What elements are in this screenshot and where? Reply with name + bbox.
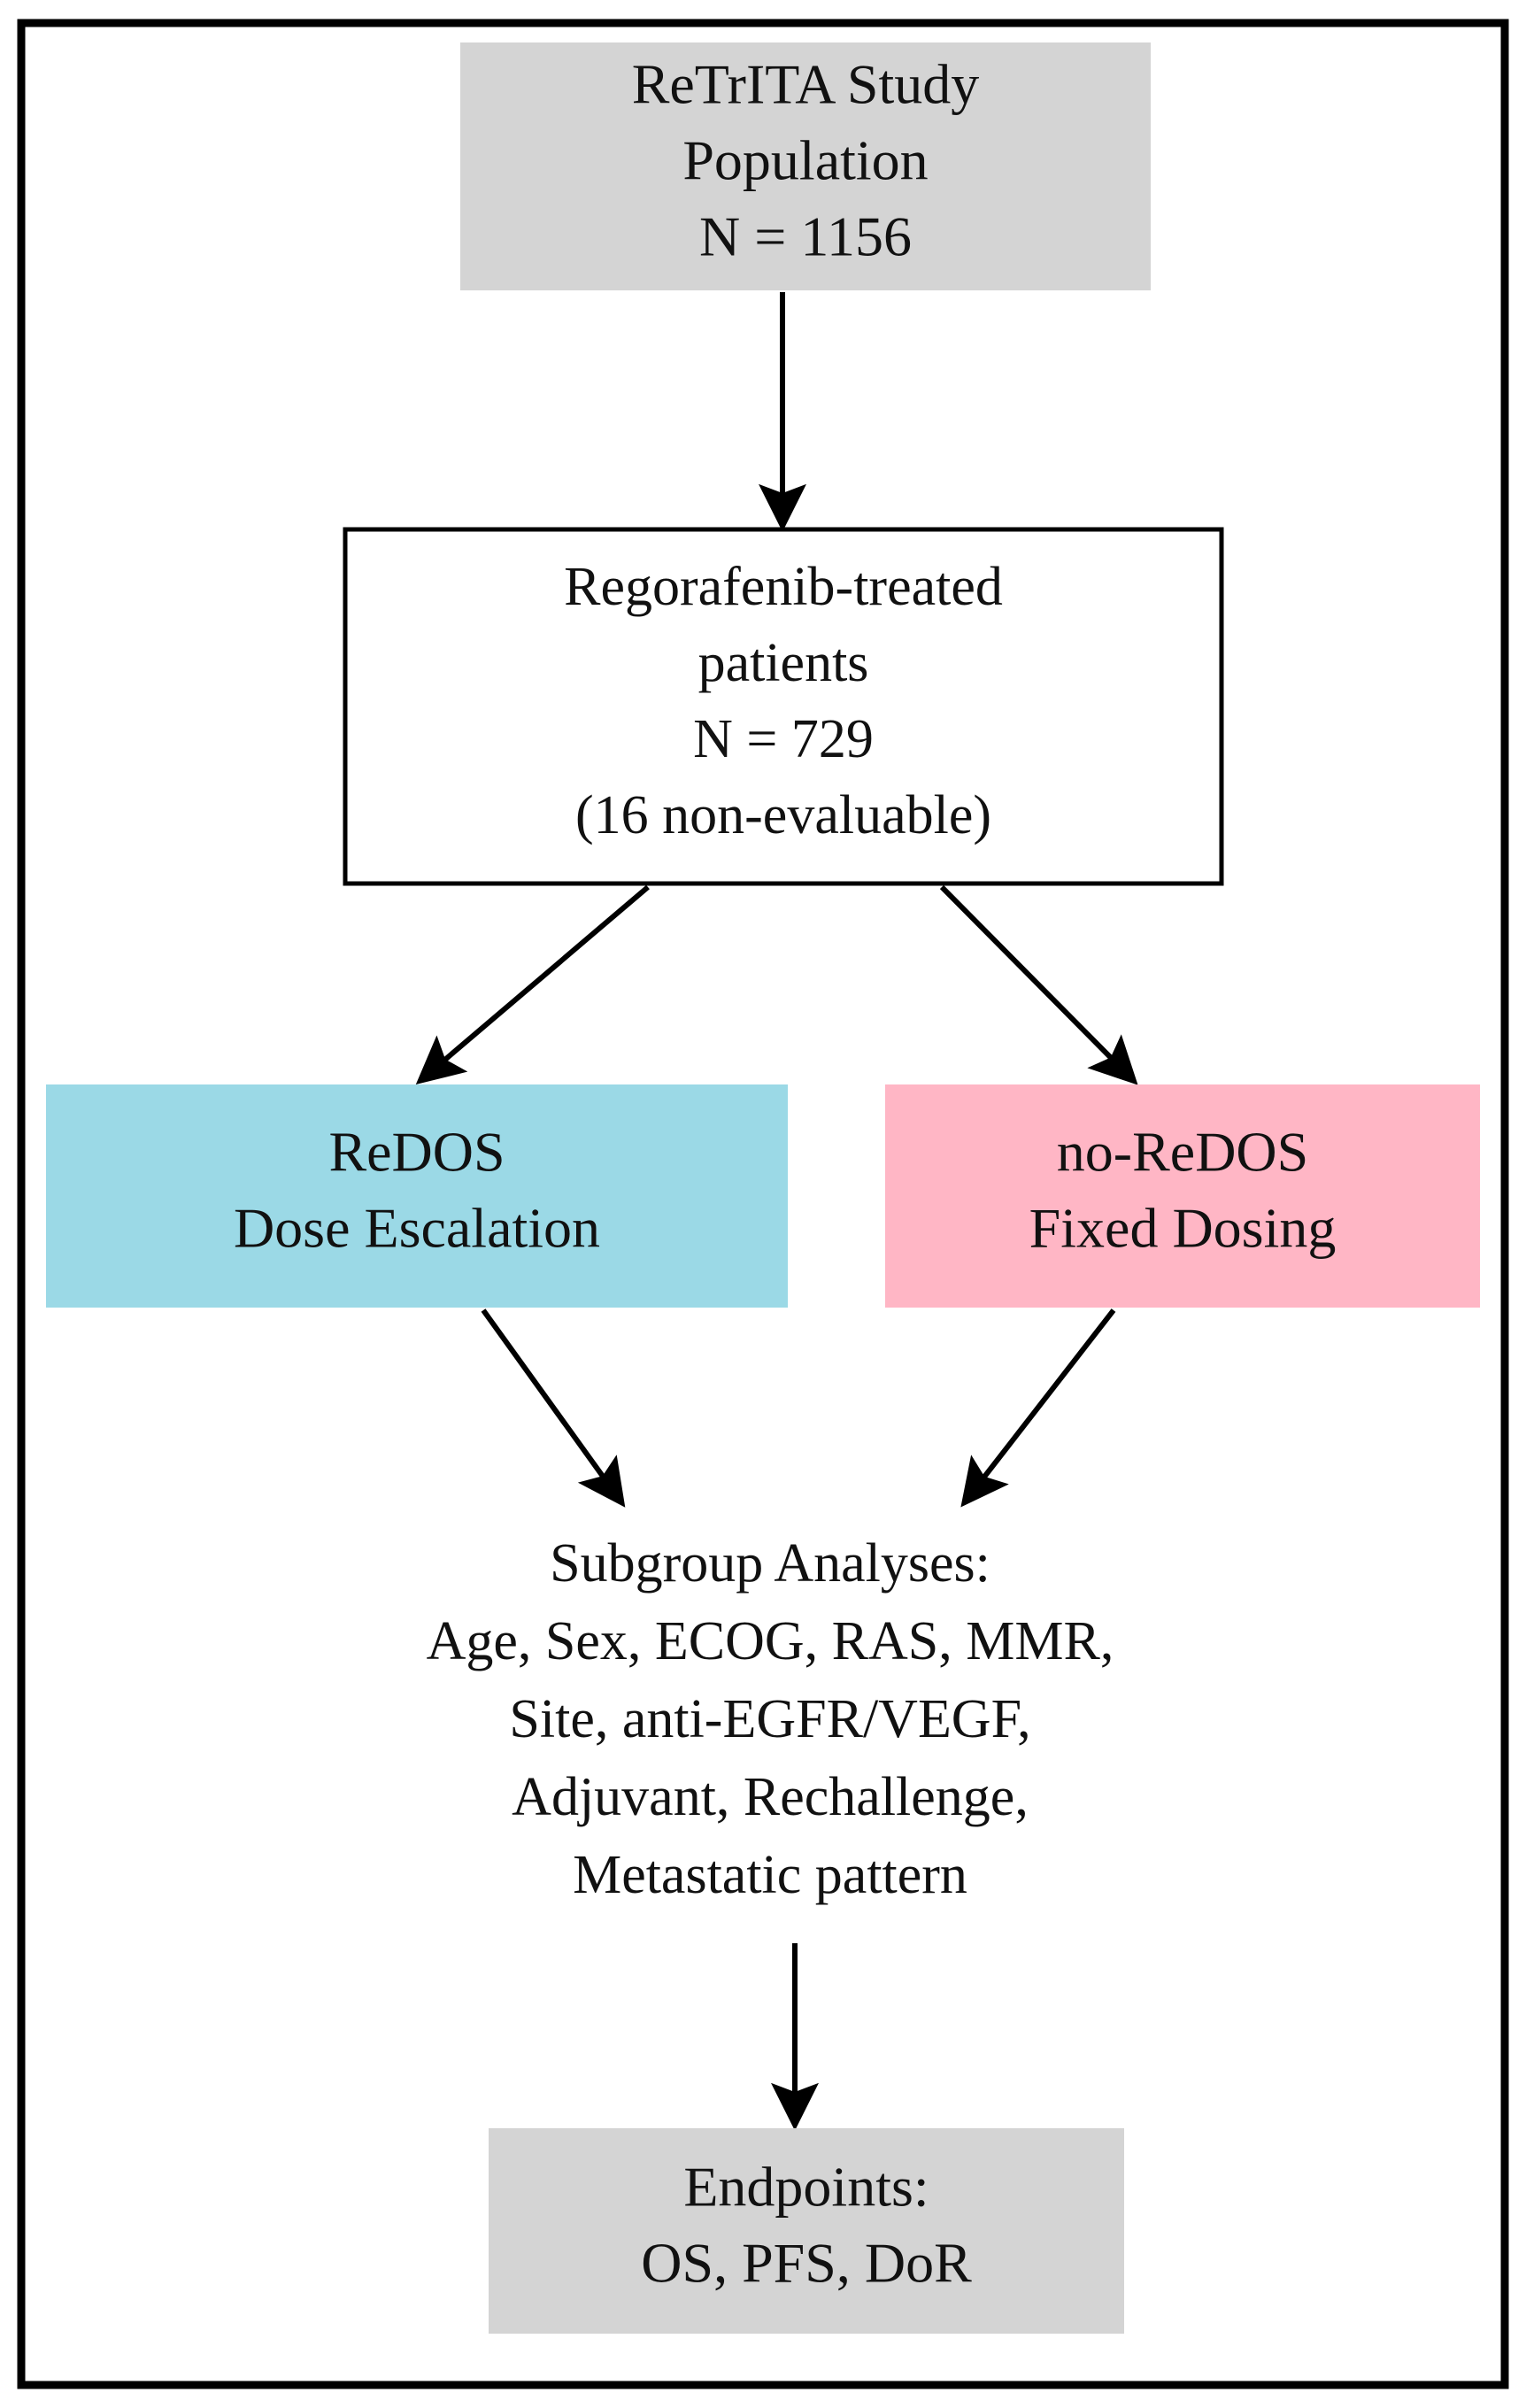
node-label-study-population-line-3: N = 1156 <box>699 205 912 268</box>
node-label-regorafenib-treated-line-3: N = 729 <box>693 709 874 769</box>
node-endpoints[interactable]: Endpoints: OS, PFS, DoR <box>489 2128 1124 2334</box>
node-label-no-redos-fixed-dosing-line-1: no-ReDOS <box>1057 1121 1308 1184</box>
node-label-no-redos-fixed-dosing-line-2: Fixed Dosing <box>1029 1197 1337 1260</box>
edge-redos-to-subgroup <box>481 1308 626 1508</box>
node-label-redos-dose-escalation-line-2: Dose Escalation <box>234 1197 600 1260</box>
node-label-regorafenib-treated-line-4: (16 non-evaluable) <box>575 785 991 845</box>
node-box-study-population <box>460 42 1151 290</box>
edge-noredos-to-subgroup <box>960 1308 1116 1508</box>
node-label-redos-dose-escalation-line-1: ReDOS <box>328 1121 505 1184</box>
node-label-subgroup-analyses-line-3: Site, anti-EGFR/VEGF, <box>509 1689 1030 1749</box>
outer-frame <box>17 19 1509 2389</box>
node-label-study-population-line-2: Population <box>682 129 928 192</box>
node-label-endpoints-line-1: Endpoints: <box>683 2156 929 2219</box>
node-label-subgroup-analyses-line-4: Adjuvant, Rechallenge, <box>512 1767 1029 1827</box>
node-label-subgroup-analyses-line-5: Metastatic pattern <box>573 1845 967 1905</box>
node-box-no-redos-fixed-dosing <box>885 1084 1480 1308</box>
edge-regorafenib-to-redos <box>415 884 650 1084</box>
edges-layer <box>415 292 1138 2131</box>
node-label-regorafenib-treated-line-1: Regorafenib-treated <box>564 557 1003 617</box>
node-label-regorafenib-treated-line-2: patients <box>698 633 869 693</box>
node-no-redos-fixed-dosing[interactable]: no-ReDOS Fixed Dosing <box>885 1084 1480 1308</box>
node-label-study-population-line-1: ReTrITA Study <box>632 53 980 116</box>
node-box-endpoints <box>489 2128 1124 2334</box>
node-subgroup-analyses[interactable]: Subgroup Analyses: Age, Sex, ECOG, RAS, M… <box>427 1533 1114 1905</box>
node-regorafenib-treated[interactable]: Regorafenib-treated patients N = 729 (16 no… <box>343 527 1224 886</box>
node-redos-dose-escalation[interactable]: ReDOS Dose Escalation <box>46 1084 788 1308</box>
node-box-redos-dose-escalation <box>46 1084 788 1308</box>
edge-regorafenib-to-noredos <box>939 884 1138 1085</box>
node-label-subgroup-analyses-line-1: Subgroup Analyses: <box>550 1533 990 1594</box>
node-label-subgroup-analyses-line-2: Age, Sex, ECOG, RAS, MMR, <box>427 1611 1114 1671</box>
node-box-regorafenib-treated <box>343 527 1224 886</box>
node-label-endpoints-line-2: OS, PFS, DoR <box>641 2232 972 2295</box>
